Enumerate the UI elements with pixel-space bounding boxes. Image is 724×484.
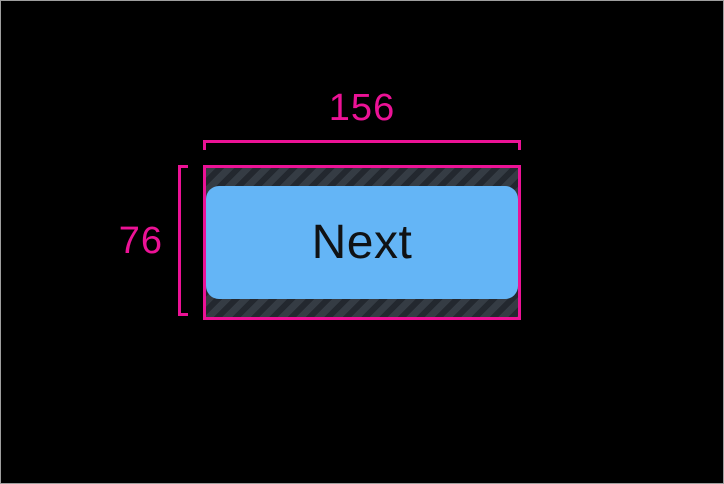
height-dimension-label: 76 [118,220,163,262]
next-button[interactable]: Next [206,186,518,299]
width-dimension-bracket [203,140,521,150]
height-dimension-bracket [178,165,188,316]
next-button-label: Next [311,216,413,269]
tap-target-outline: Next [203,165,521,320]
width-dimension-label: 156 [328,87,396,129]
padding-hatch-area: Next [206,168,518,317]
